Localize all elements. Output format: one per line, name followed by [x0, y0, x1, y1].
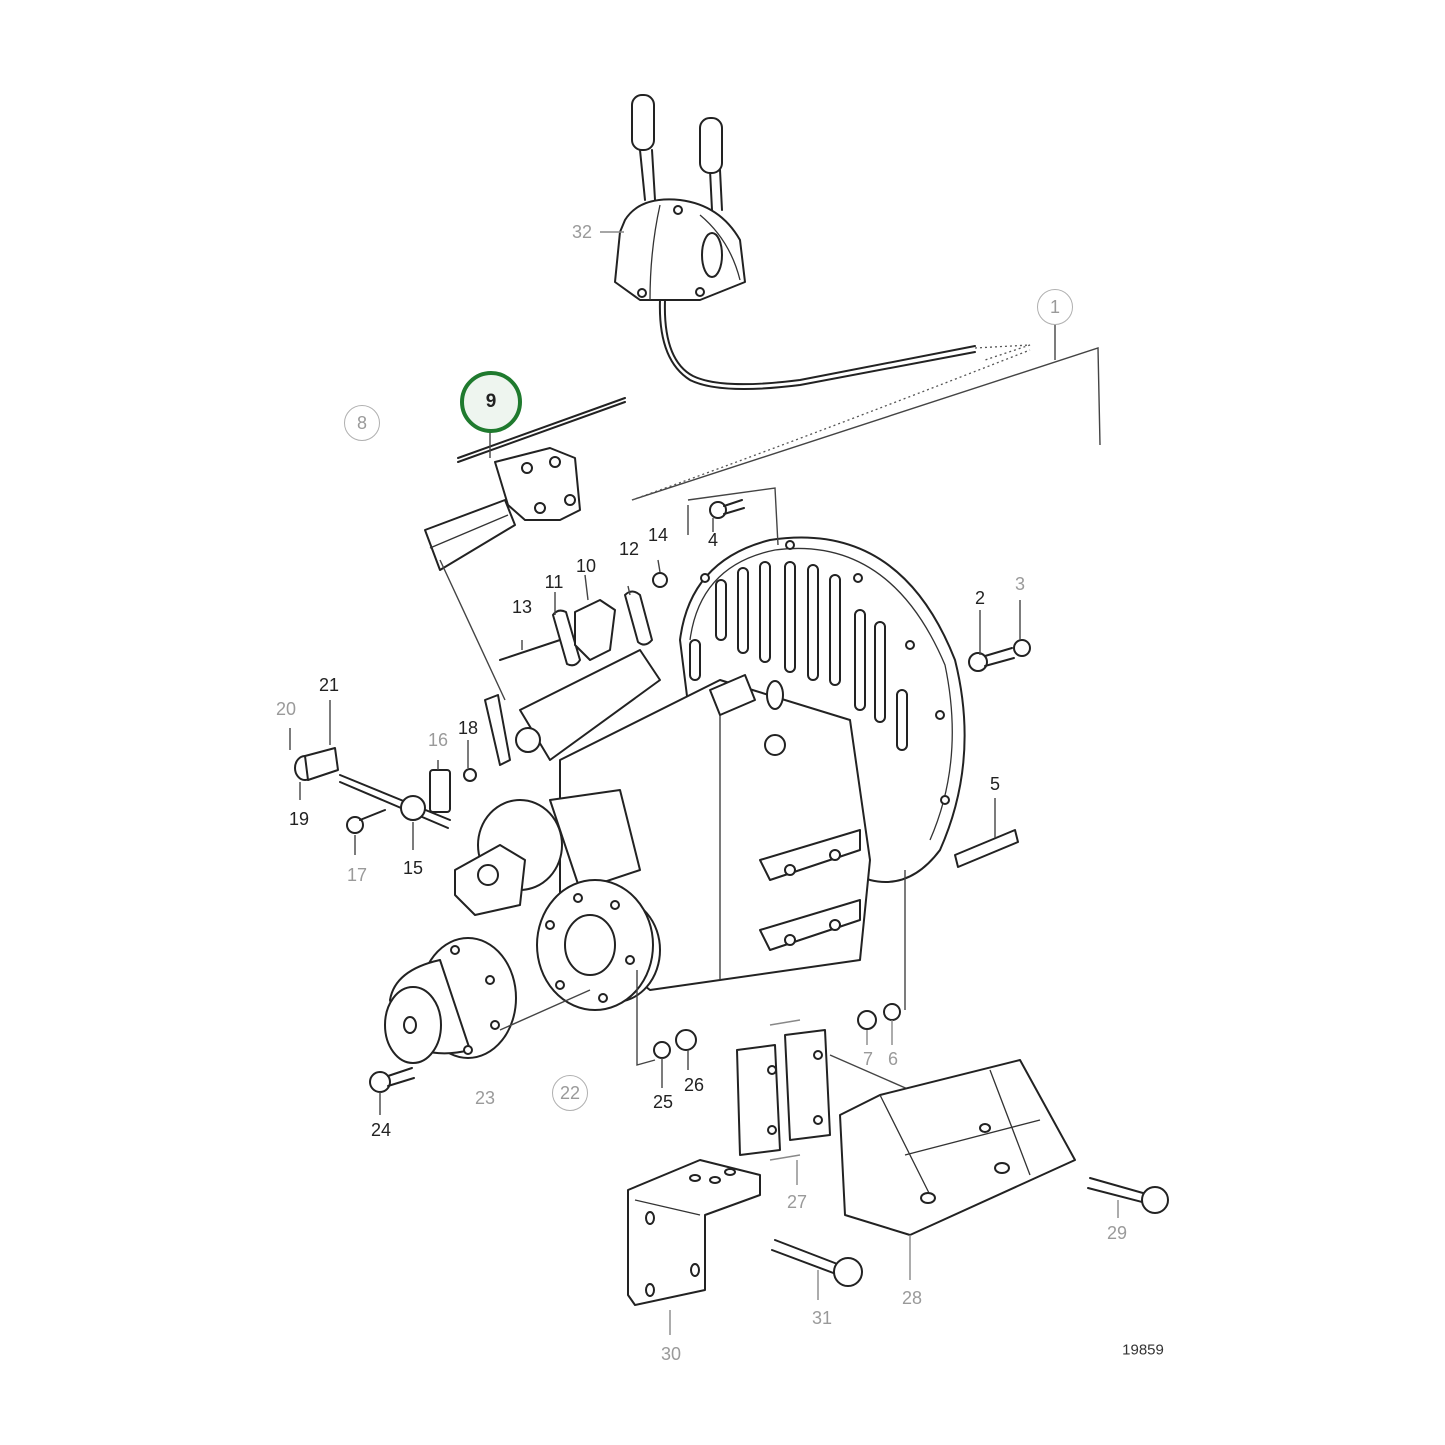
l-bracket [627, 1159, 761, 1335]
callout-8[interactable]: 8 [344, 405, 380, 441]
figure-number: 19859 [1122, 1341, 1164, 1359]
callout-25[interactable]: 25 [652, 1092, 674, 1112]
callout-20[interactable]: 20 [275, 699, 297, 719]
callout-2[interactable]: 2 [974, 588, 986, 608]
callout-10[interactable]: 10 [575, 556, 597, 576]
callout-18[interactable]: 18 [457, 718, 479, 738]
callout-15[interactable]: 15 [402, 858, 424, 878]
callout-19[interactable]: 19 [288, 809, 310, 829]
linkage-parts [439, 559, 668, 701]
callout-16[interactable]: 16 [427, 730, 449, 750]
callout-4[interactable]: 4 [707, 530, 719, 550]
callout-29[interactable]: 29 [1106, 1223, 1128, 1243]
callout-5[interactable]: 5 [989, 774, 1001, 794]
callout-27[interactable]: 27 [786, 1192, 808, 1212]
callout-1[interactable]: 1 [1037, 289, 1073, 325]
hardware [289, 487, 1169, 1300]
callout-12[interactable]: 12 [618, 539, 640, 559]
engine-mount-bracket [839, 1059, 1076, 1280]
callout-6[interactable]: 6 [887, 1049, 899, 1069]
leader-1 [631, 347, 1101, 501]
callout-13[interactable]: 13 [511, 597, 533, 617]
mounting-blocks [736, 1019, 911, 1185]
callout-3[interactable]: 3 [1014, 574, 1026, 594]
cable-bracket [424, 397, 626, 571]
callout-23[interactable]: 23 [474, 1088, 496, 1108]
callout-7[interactable]: 7 [862, 1049, 874, 1069]
callout-17[interactable]: 17 [346, 865, 368, 885]
callout-32[interactable]: 32 [571, 222, 593, 242]
callout-21[interactable]: 21 [318, 675, 340, 695]
callout-9-selected[interactable]: 9 [460, 371, 522, 433]
callout-24[interactable]: 24 [370, 1120, 392, 1140]
gearbox-housing [454, 536, 966, 1011]
callout-30[interactable]: 30 [660, 1344, 682, 1364]
callout-26[interactable]: 26 [683, 1075, 705, 1095]
callout-14[interactable]: 14 [647, 525, 669, 545]
callout-28[interactable]: 28 [901, 1288, 923, 1308]
coupling [384, 937, 591, 1064]
callout-11[interactable]: 11 [544, 572, 564, 592]
callout-31[interactable]: 31 [811, 1308, 833, 1328]
callout-22[interactable]: 22 [552, 1075, 588, 1111]
control-lever-assembly [600, 94, 1031, 390]
